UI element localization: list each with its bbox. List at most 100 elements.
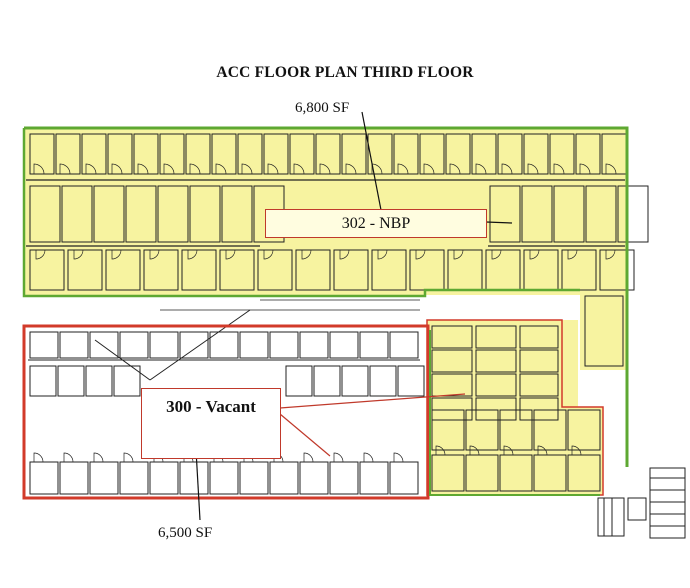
door-swing [605, 249, 616, 260]
room-outline [329, 331, 359, 359]
door-swing [553, 163, 565, 175]
room-outline [81, 133, 107, 175]
door-swing [503, 445, 514, 456]
door-swing [435, 445, 446, 456]
door-swing [241, 163, 253, 175]
door-swing [453, 249, 464, 260]
room-outline [299, 331, 329, 359]
door-swing [469, 445, 480, 456]
door-swing [415, 249, 426, 260]
room-outline [107, 133, 133, 175]
lower-sf-leader [195, 449, 201, 521]
door-swing [339, 249, 350, 260]
room-outline [29, 249, 65, 291]
room-outline [431, 397, 473, 421]
vacant-leader-1 [279, 393, 466, 409]
room-outline [119, 331, 149, 359]
room-outline [371, 249, 407, 291]
room-outline [269, 331, 299, 359]
page-title: ACC FLOOR PLAN THIRD FLOOR [216, 64, 474, 81]
door-swing [345, 163, 357, 175]
door-swing [501, 163, 513, 175]
room-outline [499, 454, 533, 492]
lower-right-wing-fill [427, 320, 603, 495]
room-outline [269, 461, 299, 495]
room-outline [489, 185, 521, 243]
room-outline [549, 133, 575, 175]
lower-right-green-edge [429, 330, 600, 496]
room-outline [29, 365, 57, 397]
door-swing [189, 163, 201, 175]
room-outline [29, 461, 59, 495]
door-swing [215, 163, 227, 175]
room-outline [315, 133, 341, 175]
room-outline [533, 454, 567, 492]
door-swing [73, 249, 84, 260]
door-swing [423, 163, 435, 175]
door-swing [33, 163, 45, 175]
nbp-leader [485, 221, 513, 224]
room-outline [181, 249, 217, 291]
room-outline [59, 461, 89, 495]
room-outline [61, 185, 93, 243]
door-swing [537, 445, 548, 456]
room-outline [113, 365, 141, 397]
vacant-suite-outline [22, 324, 430, 500]
green-suite-outline-left [22, 128, 580, 298]
room-outline [617, 185, 649, 243]
room-outline [465, 409, 499, 451]
door-swing [301, 249, 312, 260]
room-outline [431, 349, 473, 373]
room-outline [393, 133, 419, 175]
room-outline [553, 185, 585, 243]
room-outline [431, 454, 465, 492]
room-outline [105, 249, 141, 291]
room-outline [285, 365, 313, 397]
room-outline [67, 249, 103, 291]
room-outline [397, 365, 425, 397]
door-swing [93, 452, 104, 463]
room-outline [475, 349, 517, 373]
room-outline [475, 397, 517, 421]
right-wing-fill [580, 290, 627, 370]
door-swing [111, 163, 123, 175]
door-swing [123, 452, 134, 463]
room-outline [157, 185, 189, 243]
vacant-leader-2 [279, 413, 331, 457]
room-outline [133, 133, 159, 175]
wall-line [94, 339, 151, 381]
room-outline [159, 133, 185, 175]
room-outline [29, 331, 59, 359]
door-swing [149, 249, 160, 260]
room-outline [29, 133, 55, 175]
room-outline [584, 295, 624, 367]
room-outline [59, 331, 89, 359]
upper-area-label: 6,800 SF [295, 100, 350, 116]
door-swing [567, 249, 578, 260]
room-outline [475, 325, 517, 349]
room-outline [341, 133, 367, 175]
lower-area-label: 6,500 SF [158, 525, 213, 541]
door-swing [475, 163, 487, 175]
room-outline [359, 461, 389, 495]
door-swing [491, 249, 502, 260]
room-outline [179, 331, 209, 359]
room-outline [497, 133, 523, 175]
room-outline [239, 461, 269, 495]
room-outline [189, 185, 221, 243]
door-swing [377, 249, 388, 260]
room-outline [29, 185, 61, 243]
room-outline [519, 349, 559, 373]
door-swing [319, 163, 331, 175]
door-swing [59, 163, 71, 175]
door-swing [527, 163, 539, 175]
space-302-callout: 302 - NBP [265, 209, 487, 238]
space-300-callout: 300 - Vacant [141, 388, 281, 459]
room-outline [179, 461, 209, 495]
room-outline [475, 373, 517, 397]
room-outline [369, 365, 397, 397]
room-outline [333, 249, 369, 291]
door-swing [63, 452, 74, 463]
room-outline [519, 397, 559, 421]
room-outline [237, 133, 263, 175]
